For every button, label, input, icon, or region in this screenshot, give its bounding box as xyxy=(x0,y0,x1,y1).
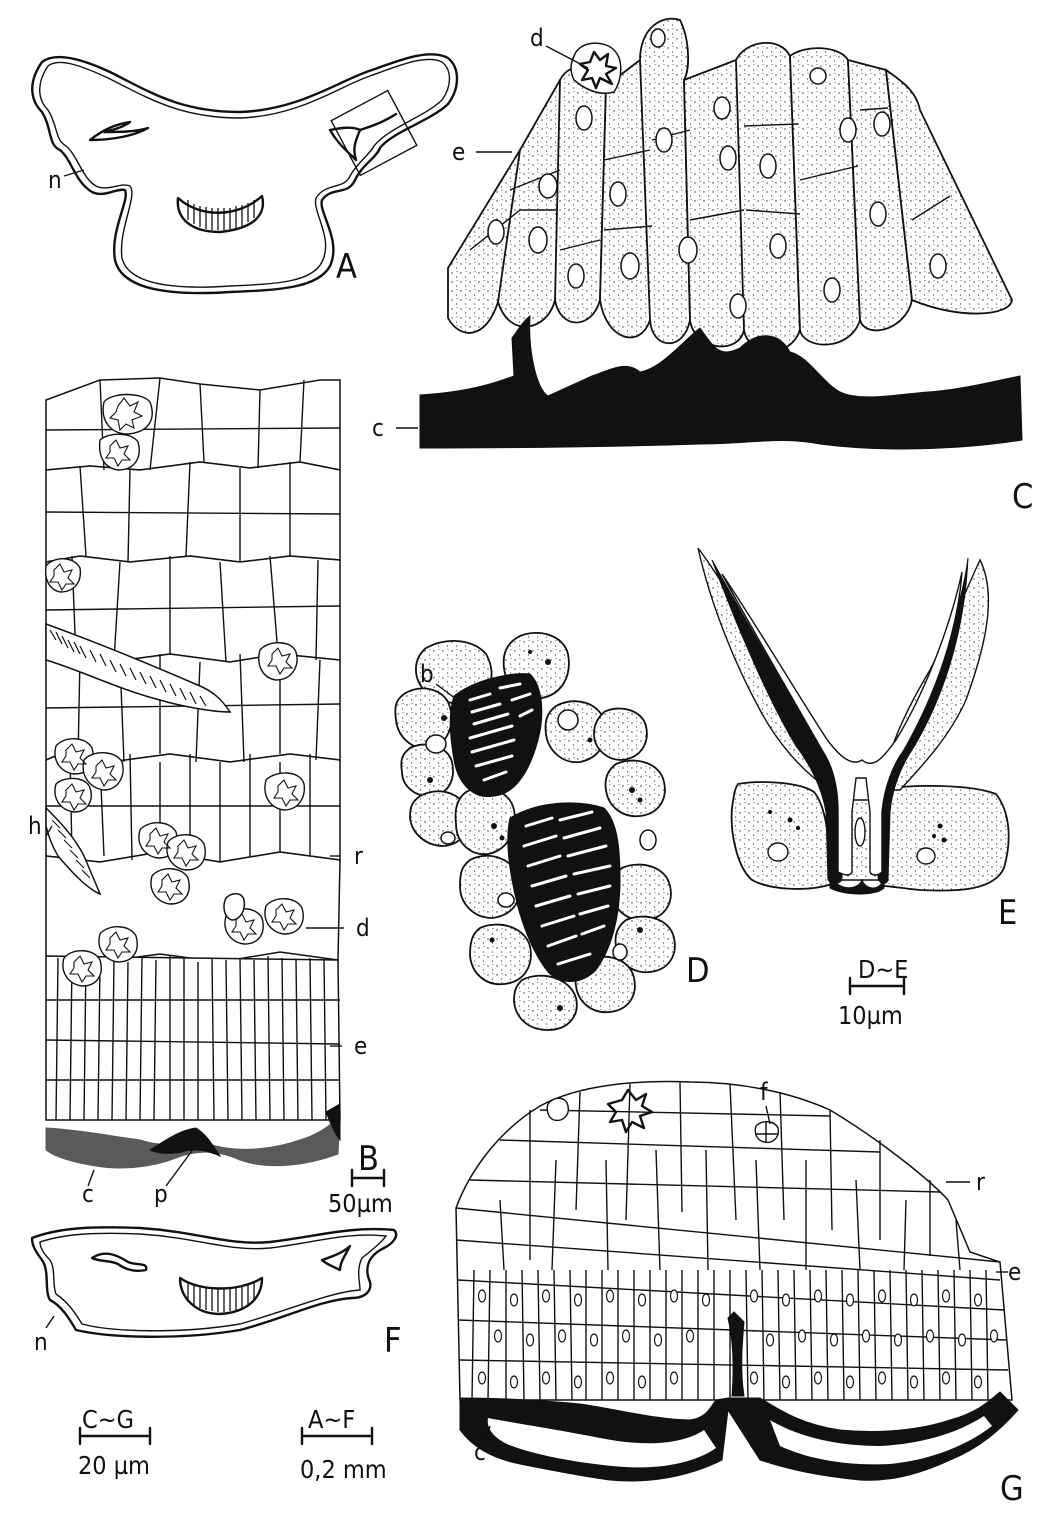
panel-b-marker-p: p xyxy=(154,1180,168,1208)
panel-f-drawing xyxy=(32,1227,396,1336)
panel-g-drawing xyxy=(456,1082,1018,1481)
scale-bar-de-label: D~E xyxy=(858,955,908,984)
panel-b-marker-e: e xyxy=(354,1032,367,1060)
panel-b-marker-c: c xyxy=(82,1180,94,1208)
panel-c-marker-e: e xyxy=(452,138,465,166)
panel-b-label: B xyxy=(358,1139,379,1179)
panel-g-label: G xyxy=(1000,1469,1024,1509)
panel-a-label: A xyxy=(336,247,357,287)
panel-a-marker-n: n xyxy=(48,166,62,194)
panel-b-marker-r: r xyxy=(354,842,363,870)
scale-bar-af-value: 0,2 mm xyxy=(300,1455,387,1484)
panel-g-marker-c: c xyxy=(474,1438,486,1466)
panel-c-marker-d: d xyxy=(530,24,544,52)
panel-b-drawing xyxy=(46,378,344,1186)
panel-f-marker-n: n xyxy=(34,1328,48,1356)
panel-g-marker-e: e xyxy=(1008,1258,1021,1286)
scale-bar-de: D~E 10µm xyxy=(838,955,908,1030)
panel-e-label: E xyxy=(998,893,1017,933)
panel-b-marker-d: d xyxy=(356,914,370,942)
scale-bar-de-value: 10µm xyxy=(838,1001,903,1030)
panel-e-drawing xyxy=(698,548,1009,894)
panel-d-label: D xyxy=(686,951,710,991)
scale-bar-af: A~F 0,2 mm xyxy=(300,1405,387,1484)
panel-b-marker-h: h xyxy=(28,812,42,840)
panel-c-drawing xyxy=(396,19,1022,449)
panel-d-marker-b: b xyxy=(420,660,434,688)
scale-bar-cg-value: 20 µm xyxy=(78,1451,150,1480)
panel-a-drawing xyxy=(32,54,457,293)
scale-bar-af-label: A~F xyxy=(308,1405,355,1434)
panel-c-label: C xyxy=(1012,477,1033,517)
panel-g-marker-r: r xyxy=(976,1168,985,1196)
panel-d-drawing xyxy=(395,633,675,1030)
panel-f-label: F xyxy=(384,1321,402,1361)
panel-c-marker-c: c xyxy=(372,414,384,442)
scale-bar-cg: C~G 20 µm xyxy=(78,1405,150,1480)
scale-bar-cg-label: C~G xyxy=(82,1405,134,1434)
scale-bar-b-value: 50µm xyxy=(328,1189,393,1218)
